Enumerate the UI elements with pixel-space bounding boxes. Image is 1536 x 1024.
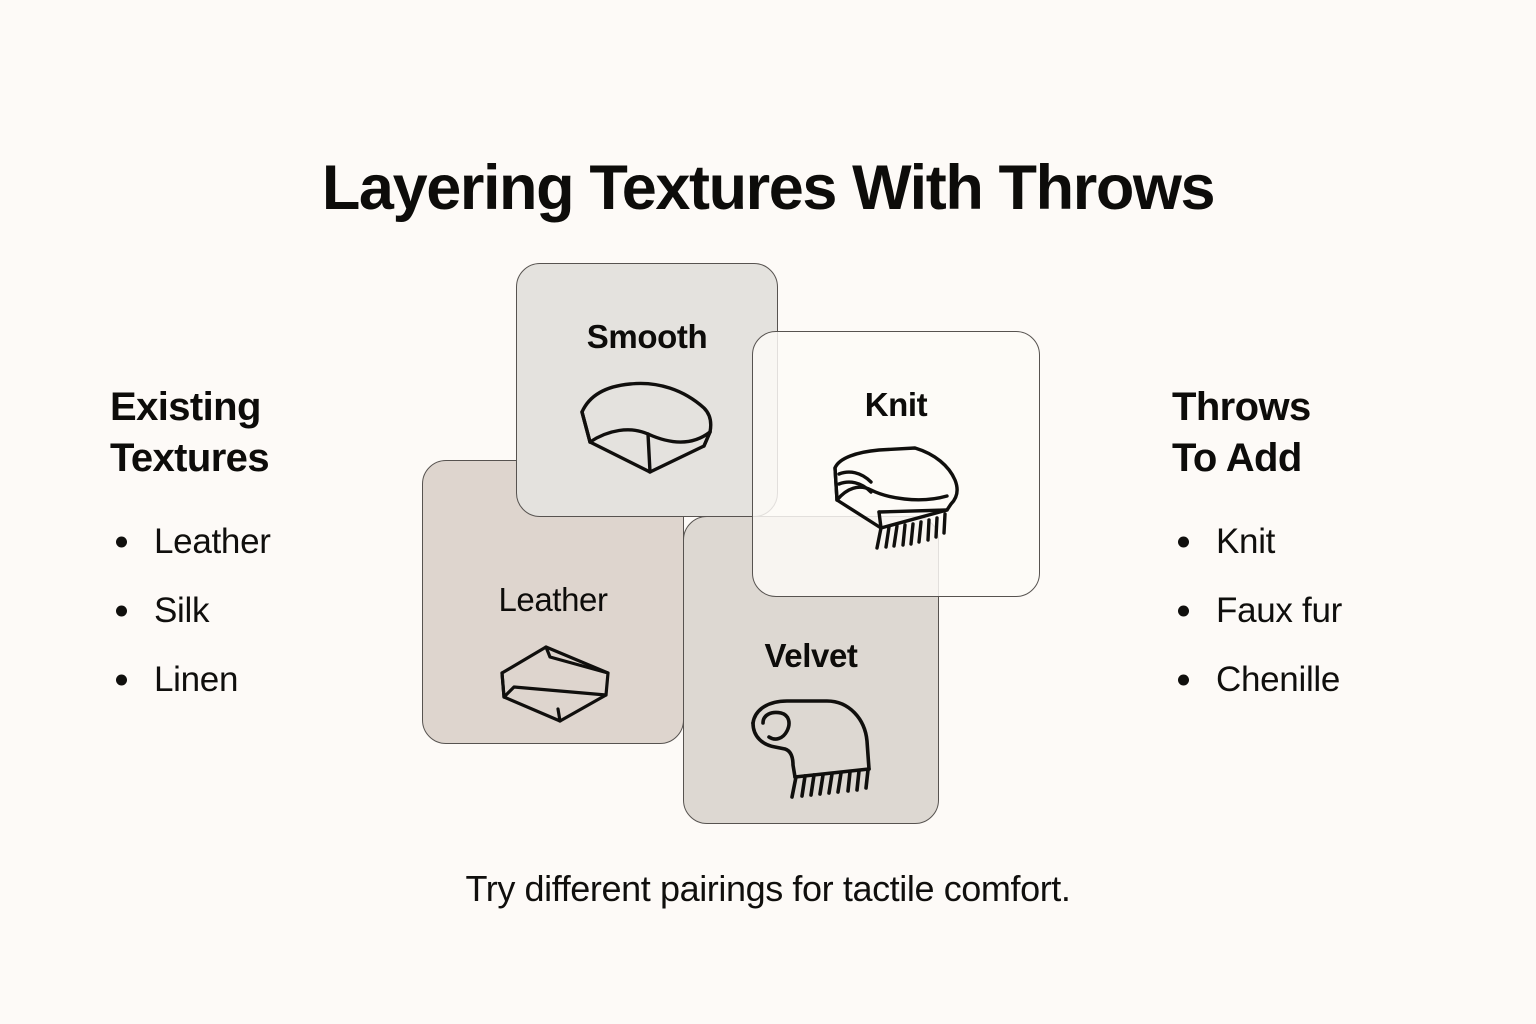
throws-to-add-list: Knit Faux fur Chenille: [1172, 524, 1502, 697]
list-item-label: Linen: [154, 660, 239, 700]
list-item-label: Chenille: [1216, 660, 1341, 700]
existing-textures-heading: Existing Textures: [110, 385, 270, 481]
draped-fringed-throw-icon: [741, 693, 881, 803]
page-title: Layering Textures With Throws: [321, 153, 1216, 224]
list-item: Leather: [110, 524, 440, 559]
list-item: Silk: [110, 593, 440, 628]
list-item: Chenille: [1172, 662, 1502, 697]
bullet-icon: [116, 674, 127, 686]
list-item-label: Faux fur: [1216, 591, 1342, 631]
list-item: Knit: [1172, 524, 1502, 559]
throws-to-add-column: Throws To Add Knit Faux fur Chenille: [1172, 382, 1502, 731]
list-item: Faux fur: [1172, 593, 1502, 628]
texture-card-knit[interactable]: Knit: [752, 331, 1040, 597]
list-item-label: Knit: [1216, 522, 1276, 562]
folded-smooth-blanket-icon: [572, 372, 722, 480]
bullet-icon: [1178, 536, 1189, 548]
texture-card-label: Knit: [864, 386, 928, 423]
bullet-icon: [116, 605, 127, 617]
list-item-label: Silk: [154, 591, 210, 631]
bullet-icon: [116, 536, 127, 548]
folded-fringed-knit-throw-icon: [823, 440, 969, 558]
texture-card-smooth[interactable]: Smooth: [516, 263, 778, 517]
bullet-icon: [1178, 674, 1189, 686]
list-item-label: Leather: [154, 522, 271, 562]
caption-text: Try different pairings for tactile comfo…: [465, 868, 1071, 909]
throws-to-add-heading: Throws To Add: [1172, 385, 1311, 481]
existing-textures-list: Leather Silk Linen: [110, 524, 440, 697]
existing-textures-column: Existing Textures Leather Silk Linen: [110, 382, 440, 731]
texture-card-label: Velvet: [764, 637, 858, 674]
texture-card-label: Smooth: [586, 318, 708, 355]
list-item: Linen: [110, 662, 440, 697]
bullet-icon: [1178, 605, 1189, 617]
folded-leather-throw-icon: [488, 637, 618, 733]
texture-card-label: Leather: [498, 581, 608, 618]
